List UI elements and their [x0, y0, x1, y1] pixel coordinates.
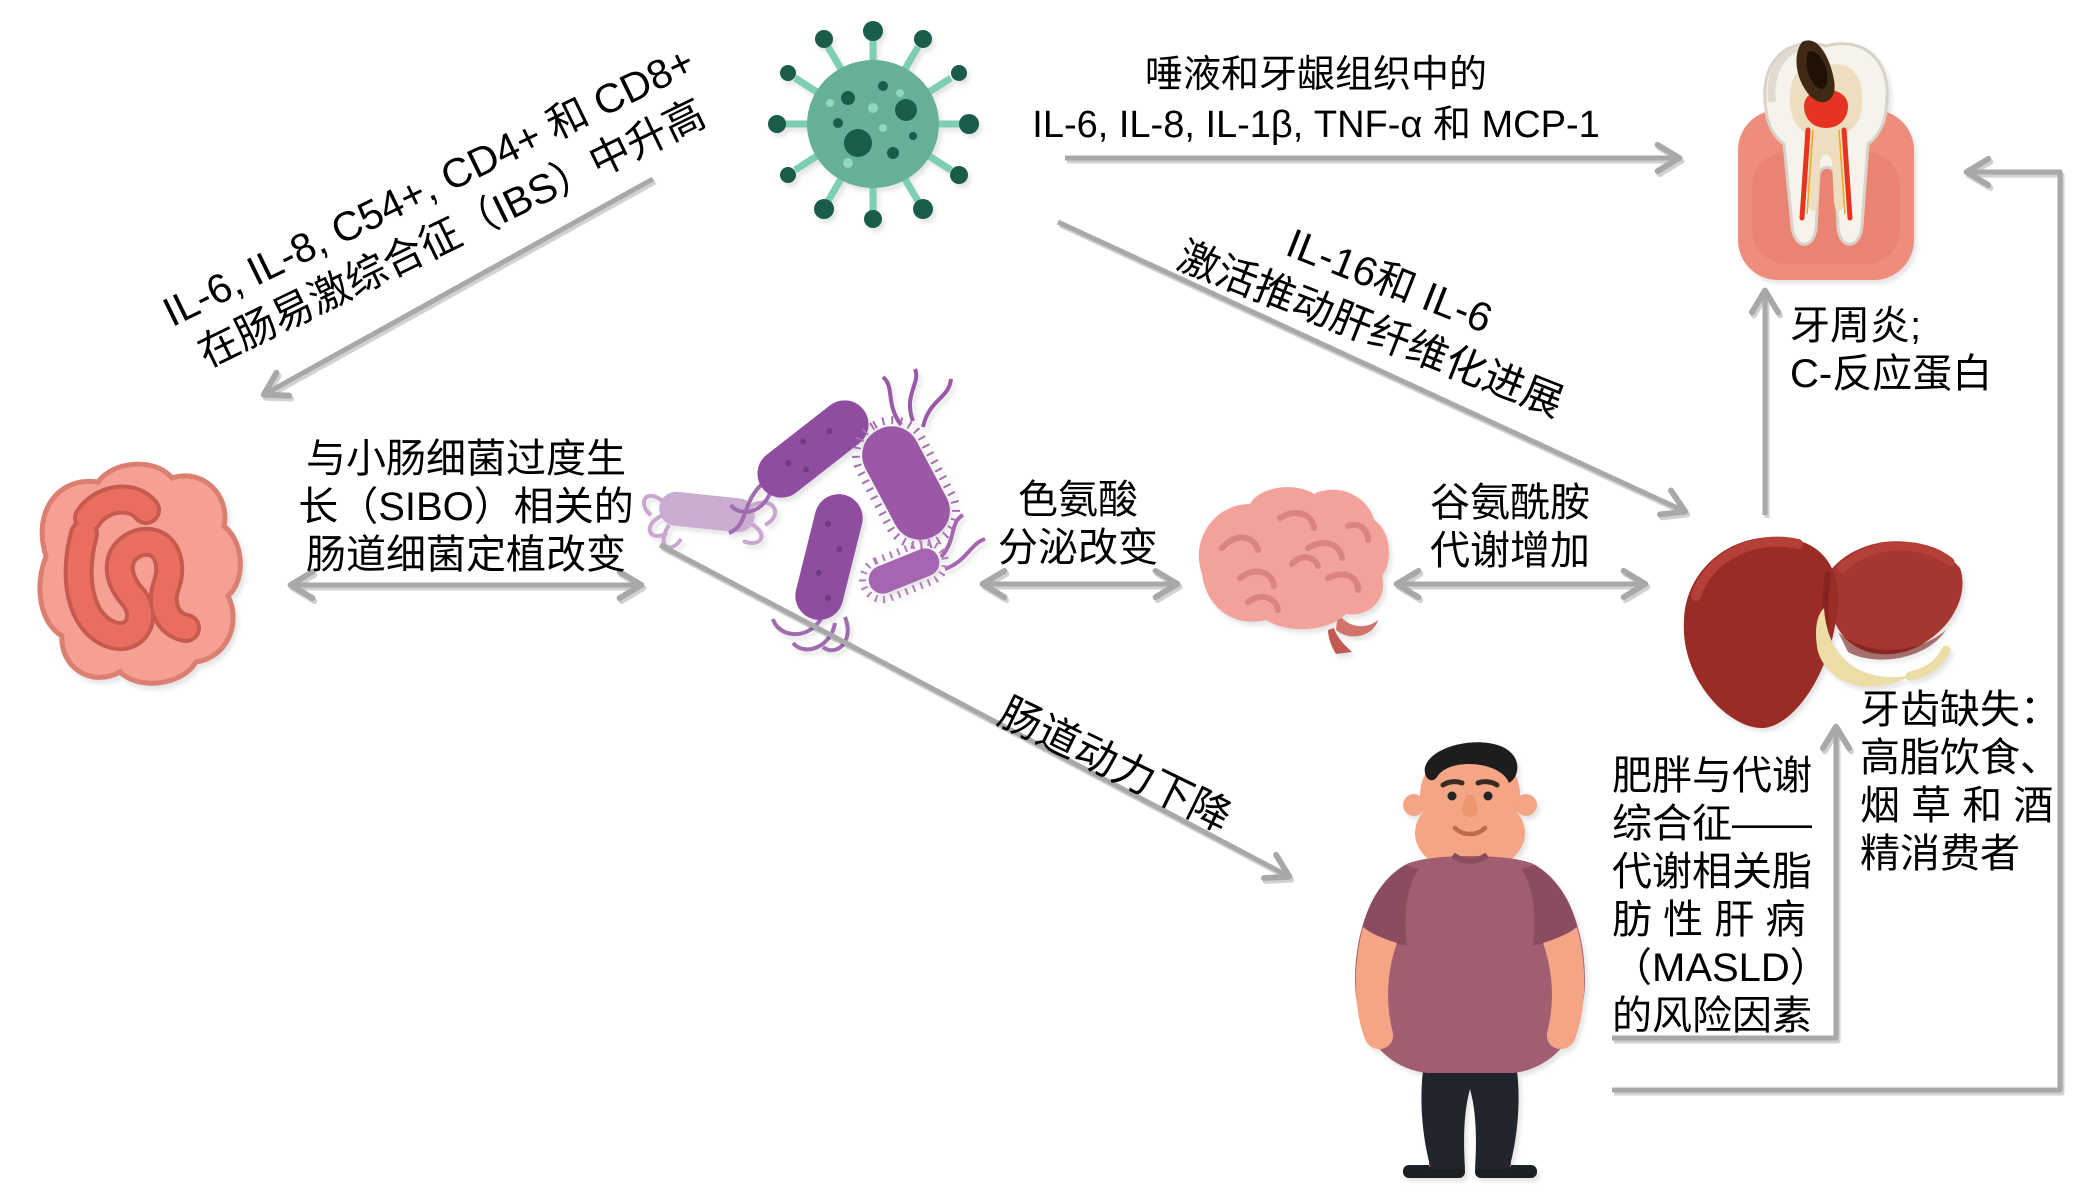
label-glutamine: 谷氨酰胺 代谢增加 [1430, 479, 1590, 575]
label-sibo-line2: 长（SIBO）相关的 [298, 485, 634, 529]
label-masld-line4: 肪 性 肝 病 [1612, 898, 1806, 942]
label-tooth-loss: 牙齿缺失： 高脂饮食、 烟 草 和 酒 精消费者 [1860, 686, 2060, 878]
tooth-icon [1738, 40, 1914, 280]
brain-icon [1198, 487, 1389, 654]
arrow-person-to-tooth [1612, 155, 2063, 1093]
label-masld-line1: 肥胖与代谢 [1612, 754, 1812, 798]
label-tryptophan-line1: 色氨酸 [1018, 478, 1138, 522]
arrow-virus-to-intestine [260, 176, 655, 399]
label-sibo-line3: 肠道细菌定植改变 [306, 533, 626, 577]
label-glutamine-line2: 代谢增加 [1430, 529, 1590, 573]
label-masld-line6: 的风险因素 [1612, 994, 1812, 1038]
label-masld-line5: （MASLD） [1612, 946, 1830, 990]
label-masld-line3: 代谢相关脂 [1612, 850, 1812, 894]
arrow-bacteria-to-person [658, 542, 1293, 882]
label-tooth-loss-line4: 精消费者 [1860, 832, 2020, 876]
label-glutamine-line1: 谷氨酰胺 [1430, 481, 1590, 525]
intestine-icon [37, 461, 243, 686]
obese-person-icon [1355, 742, 1585, 1178]
label-periodontitis: 牙周炎; C-反应蛋白 [1790, 302, 1992, 398]
gut-bacteria-icon [641, 368, 986, 653]
label-tryptophan: 色氨酸 分泌改变 [998, 476, 1158, 572]
label-periodontitis-line1: 牙周炎; [1790, 304, 1922, 348]
label-saliva-line1: 唾液和牙龈组织中的 [1144, 54, 1488, 96]
label-masld: 肥胖与代谢 综合征—— 代谢相关脂 肪 性 肝 病 （MASLD） 的风险因素 [1612, 752, 1830, 1040]
arrow-person-to-liver [1612, 723, 1853, 1041]
label-saliva-line2: IL-6, IL-8, IL-1β, TNF-α 和 MCP-1 [1032, 104, 1600, 146]
label-tryptophan-line2: 分泌改变 [998, 526, 1158, 570]
label-tooth-loss-line2: 高脂饮食、 [1860, 736, 2060, 780]
label-tooth-loss-line1: 牙齿缺失： [1860, 688, 2060, 732]
label-tooth-loss-line3: 烟 草 和 酒 [1860, 784, 2054, 828]
arrow-virus-to-liver [1056, 219, 1689, 518]
label-sibo-line1: 与小肠细菌过度生 [306, 437, 626, 481]
liver-icon [1683, 536, 1963, 729]
virus-icon [768, 21, 979, 228]
label-saliva-gingival: 唾液和牙龈组织中的 IL-6, IL-8, IL-1β, TNF-α 和 MCP… [1032, 50, 1599, 150]
label-periodontitis-line2: C-反应蛋白 [1790, 352, 1993, 396]
label-masld-line2: 综合征—— [1612, 802, 1812, 846]
label-sibo: 与小肠细菌过度生 长（SIBO）相关的 肠道细菌定植改变 [298, 435, 634, 579]
